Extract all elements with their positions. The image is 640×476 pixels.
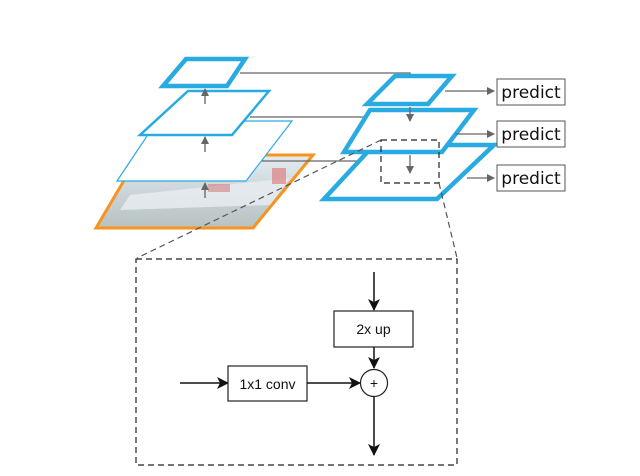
- bottom-up-level-2: [136, 89, 272, 137]
- predict-box: predict: [496, 120, 566, 148]
- zoom-region: [380, 139, 440, 184]
- add-node: +: [359, 368, 389, 398]
- conv-label: 1x1 conv: [239, 376, 295, 392]
- conv-box: 1x1 conv: [227, 365, 308, 402]
- sailor-figure: [272, 168, 286, 184]
- zoom-line: [136, 139, 382, 259]
- predict-label: predict: [501, 169, 561, 189]
- upsample-box: 2x up: [333, 310, 414, 348]
- zoom-indicator: [136, 139, 458, 259]
- upsample-label: 2x up: [356, 321, 390, 337]
- top-down-pyramid: [318, 73, 500, 202]
- plus-icon: +: [370, 375, 378, 391]
- zoom-line: [438, 182, 458, 259]
- sailor-figure: [208, 184, 230, 192]
- bottom-up-pyramid: [115, 56, 294, 198]
- detail-border: [135, 258, 458, 466]
- top-down-level-2: [339, 107, 479, 155]
- predict-label: predict: [501, 125, 561, 145]
- merge-detail-block: 2x up 1x1 conv +: [135, 258, 458, 466]
- predict-box: predict: [496, 164, 566, 192]
- top-down-level-3: [361, 73, 457, 107]
- bottom-up-level-3: [158, 56, 250, 89]
- predict-arrows: [445, 87, 495, 182]
- predict-label: predict: [501, 83, 561, 103]
- predict-box: predict: [496, 78, 566, 106]
